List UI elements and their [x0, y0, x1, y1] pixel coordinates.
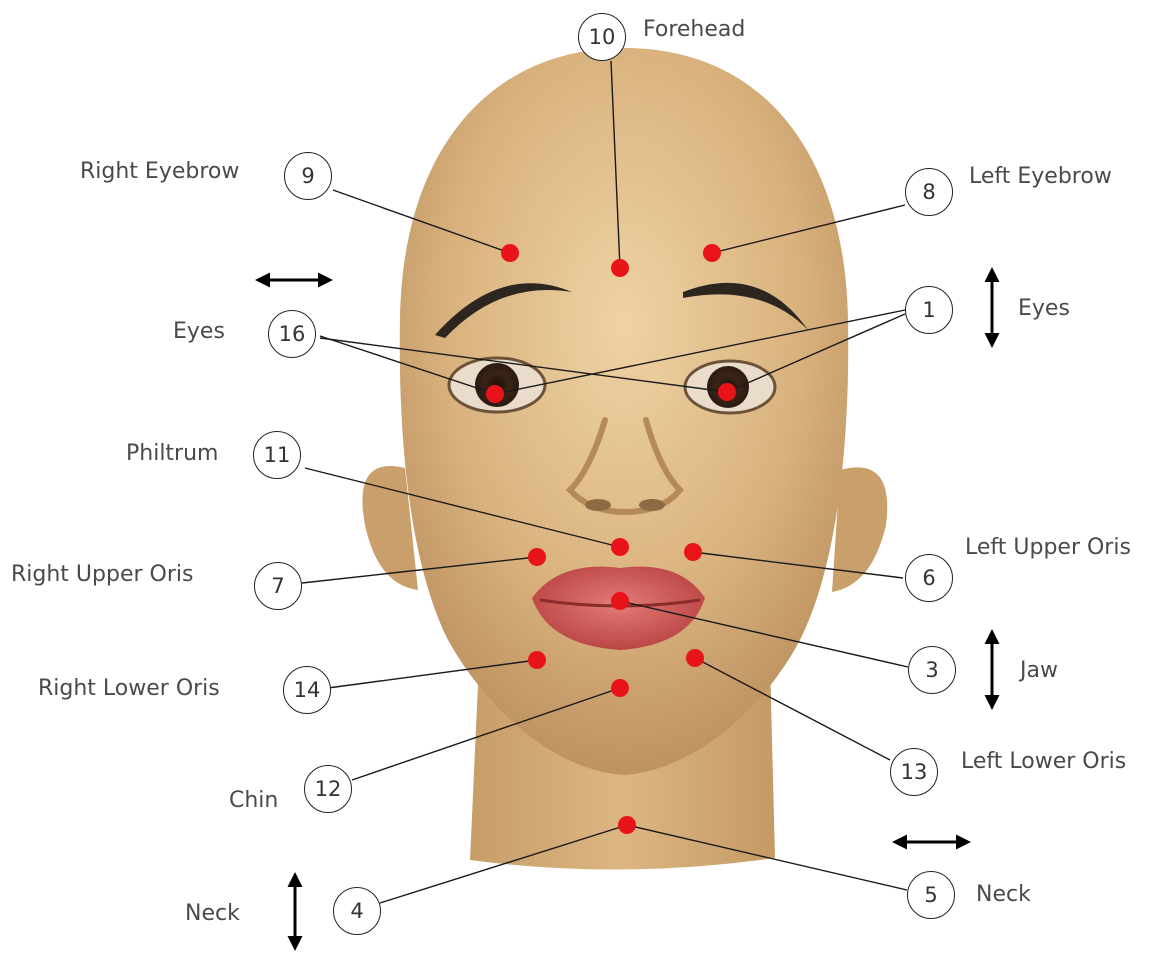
label-chin: Chin	[229, 790, 278, 812]
marker-number-12: 12	[304, 765, 352, 813]
marker-number-11: 11	[253, 431, 301, 479]
label-jaw: Jaw	[1020, 660, 1058, 682]
marker-number-9: 9	[284, 152, 332, 200]
marker-dot-12	[611, 679, 629, 697]
marker-number-1: 1	[905, 286, 953, 334]
marker-dot-8	[703, 244, 721, 262]
marker-dot-10	[611, 259, 629, 277]
marker-dot-neck	[618, 816, 636, 834]
label-forehead: Forehead	[643, 19, 745, 41]
marker-number-7: 7	[254, 562, 302, 610]
label-eyes-left: Eyes	[173, 321, 225, 343]
marker-dot-11	[611, 538, 629, 556]
label-left-upper-oris: Left Upper Oris	[965, 537, 1131, 559]
label-eyes-right: Eyes	[1018, 298, 1070, 320]
marker-number-16: 16	[268, 310, 316, 358]
label-right-eyebrow: Right Eyebrow	[80, 161, 239, 183]
marker-number-14: 14	[283, 666, 331, 714]
marker-number-6: 6	[905, 554, 953, 602]
head-shape	[400, 48, 848, 775]
marker-dot-14	[528, 651, 546, 669]
nostril-right	[585, 499, 611, 511]
label-neck-left: Neck	[185, 903, 240, 925]
marker-dot-eye-left	[718, 383, 736, 401]
marker-number-10: 10	[578, 13, 626, 61]
marker-dot-eye-right	[486, 385, 504, 403]
marker-dot-6	[684, 543, 702, 561]
marker-number-8: 8	[905, 168, 953, 216]
marker-number-13: 13	[890, 748, 938, 796]
label-left-eyebrow: Left Eyebrow	[969, 166, 1112, 188]
marker-dot-3	[611, 592, 629, 610]
label-right-lower-oris: Right Lower Oris	[38, 678, 220, 700]
label-right-upper-oris: Right Upper Oris	[11, 564, 193, 586]
marker-dot-7	[528, 548, 546, 566]
label-left-lower-oris: Left Lower Oris	[961, 751, 1126, 773]
marker-number-5: 5	[907, 871, 955, 919]
nostril-left	[639, 499, 665, 511]
marker-number-4: 4	[333, 887, 381, 935]
marker-dot-13	[686, 649, 704, 667]
label-neck-right: Neck	[976, 884, 1031, 906]
label-philtrum: Philtrum	[126, 443, 218, 465]
marker-number-3: 3	[908, 646, 956, 694]
marker-dot-9	[501, 244, 519, 262]
